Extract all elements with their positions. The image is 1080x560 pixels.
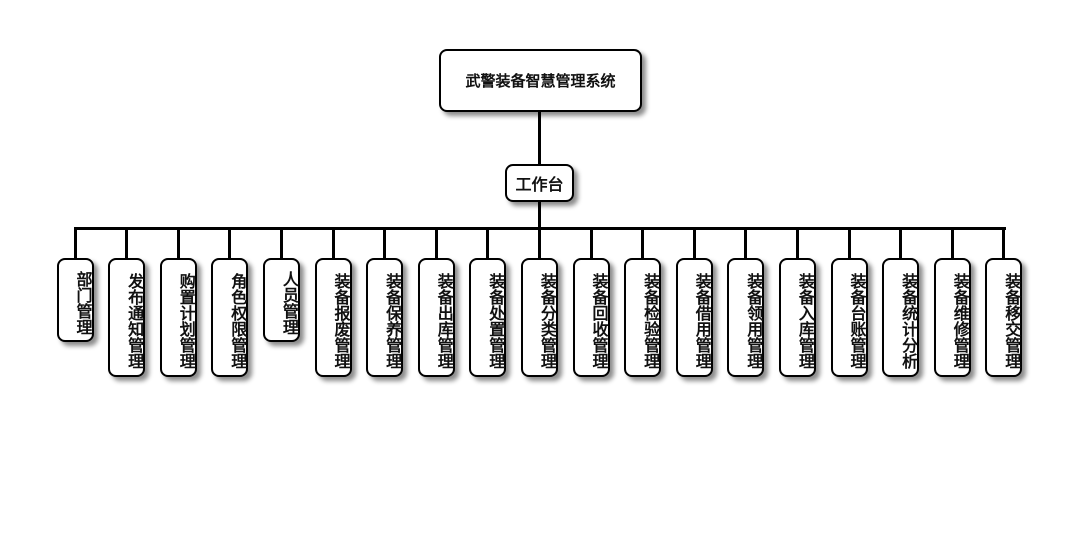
module-node: 装备移交管理 bbox=[985, 258, 1023, 377]
module-connector bbox=[331, 228, 335, 258]
module-label: 装备保养管理 bbox=[383, 272, 403, 369]
module-connector bbox=[589, 228, 593, 258]
root-connector bbox=[538, 112, 541, 164]
module-label: 装备处置管理 bbox=[486, 272, 506, 369]
workbench-label: 工作台 bbox=[515, 175, 564, 194]
module-label: 装备报废管理 bbox=[331, 272, 351, 369]
module-label: 装备领用管理 bbox=[744, 272, 764, 369]
module-node: 装备报废管理 bbox=[314, 258, 352, 377]
module-label: 装备入库管理 bbox=[795, 272, 815, 369]
module-node: 发布通知管理 bbox=[108, 258, 146, 377]
module-connector bbox=[950, 228, 954, 258]
module-label: 部门管理 bbox=[73, 271, 93, 335]
module-connector bbox=[899, 228, 903, 258]
module-node: 角色权限管理 bbox=[211, 258, 249, 377]
module-node: 人员管理 bbox=[262, 258, 300, 342]
module-node: 装备维修管理 bbox=[933, 258, 971, 377]
module-connector bbox=[125, 228, 129, 258]
module-node: 装备回收管理 bbox=[572, 258, 610, 377]
module-label: 装备移交管理 bbox=[1002, 272, 1022, 369]
module-node: 装备入库管理 bbox=[778, 258, 816, 377]
module-label: 人员管理 bbox=[279, 271, 299, 335]
module-node: 部门管理 bbox=[56, 258, 94, 342]
module-connector bbox=[744, 228, 748, 258]
module-node: 装备保养管理 bbox=[366, 258, 404, 377]
module-label: 装备回收管理 bbox=[589, 272, 609, 369]
module-connector bbox=[641, 228, 645, 258]
module-node: 装备借用管理 bbox=[675, 258, 713, 377]
module-node: 装备领用管理 bbox=[727, 258, 765, 377]
root-node: 武警装备智慧管理系统 bbox=[439, 49, 642, 112]
module-connector bbox=[847, 228, 851, 258]
module-connector bbox=[795, 228, 799, 258]
module-node: 装备检验管理 bbox=[624, 258, 662, 377]
module-connector bbox=[486, 228, 490, 258]
module-node: 购置计划管理 bbox=[159, 258, 197, 377]
module-label: 角色权限管理 bbox=[228, 272, 248, 369]
module-connector bbox=[1002, 228, 1006, 258]
module-connector bbox=[176, 228, 180, 258]
module-node: 装备处置管理 bbox=[469, 258, 507, 377]
module-connector bbox=[434, 228, 438, 258]
module-label: 装备借用管理 bbox=[692, 272, 712, 369]
root-label: 武警装备智慧管理系统 bbox=[465, 72, 616, 90]
module-label: 装备维修管理 bbox=[950, 272, 970, 369]
workbench-connector bbox=[538, 202, 541, 230]
module-label: 装备检验管理 bbox=[641, 272, 661, 369]
module-node: 装备统计分析 bbox=[882, 258, 920, 377]
module-connector bbox=[279, 228, 283, 258]
module-label: 装备台账管理 bbox=[847, 272, 867, 369]
workbench-node: 工作台 bbox=[505, 164, 574, 202]
module-node: 装备出库管理 bbox=[417, 258, 455, 377]
module-label: 购置计划管理 bbox=[176, 272, 196, 369]
module-label: 装备出库管理 bbox=[434, 272, 454, 369]
module-node: 装备分类管理 bbox=[520, 258, 558, 377]
module-connector bbox=[228, 228, 232, 258]
module-node: 装备台账管理 bbox=[830, 258, 868, 377]
module-label: 发布通知管理 bbox=[125, 272, 145, 369]
module-label: 装备分类管理 bbox=[537, 272, 557, 369]
module-connector bbox=[383, 228, 387, 258]
module-connector bbox=[73, 228, 77, 258]
module-label: 装备统计分析 bbox=[899, 272, 919, 369]
module-connector bbox=[692, 228, 696, 258]
module-connector bbox=[537, 228, 541, 258]
